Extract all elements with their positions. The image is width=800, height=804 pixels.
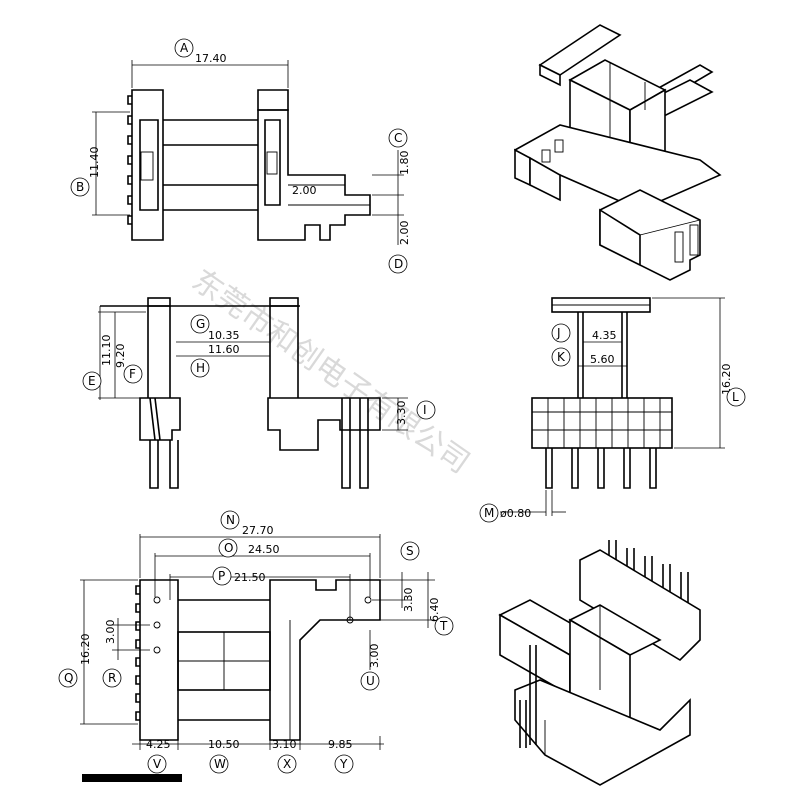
label-M: M (484, 506, 494, 520)
dim-X: 3.10 (272, 738, 297, 751)
label-D: D (394, 257, 403, 271)
label-W: W (214, 757, 226, 771)
label-G: G (196, 317, 205, 331)
dim-U: 3.00 (368, 644, 381, 669)
dim-K: 5.60 (590, 353, 615, 366)
label-K: K (557, 350, 566, 364)
dim-L: 16.20 (720, 364, 733, 396)
bottom-view: 27.70 N 24.50 O 21.50 P 16.20 Q 3.00 R 3… (58, 510, 454, 782)
dim-C: 1.80 (398, 151, 411, 176)
dim-F: 9.20 (114, 344, 127, 369)
label-R: R (108, 671, 116, 685)
label-E: E (88, 374, 96, 388)
top-view: 17.40 A 11.40 B 2.00 1.80 2.00 C D (70, 38, 411, 274)
scale-bar (82, 774, 182, 782)
label-O: O (224, 541, 233, 555)
front-view: 4.35 J 5.60 K 16.20 L ø0.80 M (479, 297, 746, 523)
label-T: T (439, 619, 448, 633)
dim-I: 3.30 (395, 401, 408, 426)
label-S: S (406, 544, 414, 558)
label-A: A (180, 41, 189, 55)
dim-B: 11.40 (88, 147, 101, 179)
label-I: I (423, 403, 427, 417)
dim-C2: 2.00 (292, 184, 317, 197)
side-view: 11.10 9.20 E F 10.35 G 11.60 H 3.30 I (82, 297, 436, 489)
label-X: X (283, 757, 291, 771)
label-F: F (129, 367, 136, 381)
label-U: U (366, 674, 375, 688)
dim-N: 27.70 (242, 524, 274, 537)
dim-P: 21.50 (234, 571, 266, 584)
label-B: B (76, 180, 84, 194)
dim-Y: 9.85 (328, 738, 353, 751)
label-L: L (732, 390, 739, 404)
isometric-view-bottom (498, 540, 701, 786)
dim-G: 10.35 (208, 329, 240, 342)
label-H: H (196, 361, 205, 375)
dim-T: 6.40 (428, 598, 441, 623)
isometric-view-top (513, 24, 722, 281)
label-Q: Q (64, 671, 73, 685)
label-V: V (153, 757, 162, 771)
dim-W: 10.50 (208, 738, 240, 751)
dim-D: 2.00 (398, 221, 411, 246)
dim-E: 11.10 (100, 335, 113, 367)
dim-R: 3.00 (104, 620, 117, 645)
label-C: C (394, 131, 402, 145)
dim-J: 4.35 (592, 329, 617, 342)
dim-Q: 16.20 (79, 634, 92, 666)
dim-V: 4.25 (146, 738, 171, 751)
dim-M: ø0.80 (500, 507, 531, 520)
watermark: 东莞市和创电子有限公司 (185, 263, 475, 481)
label-Y: Y (339, 757, 348, 771)
dim-O: 24.50 (248, 543, 280, 556)
label-J: J (556, 326, 561, 340)
dim-S: 3.30 (402, 588, 415, 613)
label-N: N (226, 513, 235, 527)
dim-H: 11.60 (208, 343, 240, 356)
dim-A: 17.40 (195, 52, 227, 65)
label-P: P (218, 569, 225, 583)
